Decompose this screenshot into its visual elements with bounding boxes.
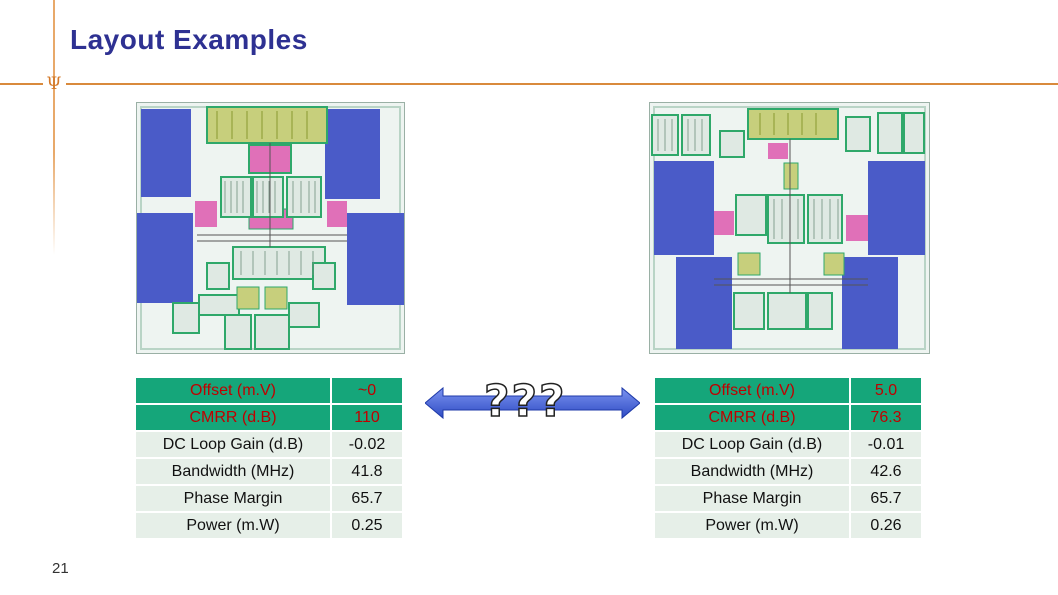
metric-name: CMRR (d.B) [655, 405, 849, 430]
table-row: Offset (m.V)5.0 [655, 378, 921, 403]
metric-name: Power (m.W) [136, 513, 330, 538]
metric-value: 5.0 [851, 378, 921, 403]
metric-name: Offset (m.V) [655, 378, 849, 403]
metric-name: DC Loop Gain (d.B) [136, 432, 330, 457]
metric-value: -0.02 [332, 432, 402, 457]
accent-vertical-line [53, 0, 55, 255]
table-row: CMRR (d.B)110 [136, 405, 402, 430]
table-row: Power (m.W)0.25 [136, 513, 402, 538]
metric-value: 41.8 [332, 459, 402, 484]
metric-name: DC Loop Gain (d.B) [655, 432, 849, 457]
metric-value: ~0 [332, 378, 402, 403]
metric-name: Power (m.W) [655, 513, 849, 538]
metric-name: CMRR (d.B) [136, 405, 330, 430]
table-row: Offset (m.V)~0 [136, 378, 402, 403]
table-row: DC Loop Gain (d.B)-0.01 [655, 432, 921, 457]
accent-horizontal-line [66, 83, 1058, 85]
double-arrow-icon [425, 386, 640, 420]
page-number: 21 [52, 560, 69, 577]
metric-value: 0.25 [332, 513, 402, 538]
layout-image-right [649, 102, 930, 354]
table-row: Power (m.W)0.26 [655, 513, 921, 538]
layout-image-left [136, 102, 405, 354]
metric-name: Bandwidth (MHz) [136, 459, 330, 484]
metric-name: Phase Margin [655, 486, 849, 511]
metric-name: Phase Margin [136, 486, 330, 511]
metric-value: 65.7 [332, 486, 402, 511]
slide-title: Layout Examples [70, 24, 308, 55]
university-logo-icon: Ψ [46, 74, 62, 94]
metric-value: -0.01 [851, 432, 921, 457]
metric-value: 42.6 [851, 459, 921, 484]
accent-horizontal-line-left [0, 83, 43, 85]
table-row: Bandwidth (MHz)41.8 [136, 459, 402, 484]
metric-value: 0.26 [851, 513, 921, 538]
question-marks: ??? [483, 375, 567, 428]
table-row: CMRR (d.B)76.3 [655, 405, 921, 430]
metric-name: Offset (m.V) [136, 378, 330, 403]
metric-value: 110 [332, 405, 402, 430]
table-row: DC Loop Gain (d.B)-0.02 [136, 432, 402, 457]
metric-value: 65.7 [851, 486, 921, 511]
metric-value: 76.3 [851, 405, 921, 430]
metric-name: Bandwidth (MHz) [655, 459, 849, 484]
table-row: Bandwidth (MHz)42.6 [655, 459, 921, 484]
